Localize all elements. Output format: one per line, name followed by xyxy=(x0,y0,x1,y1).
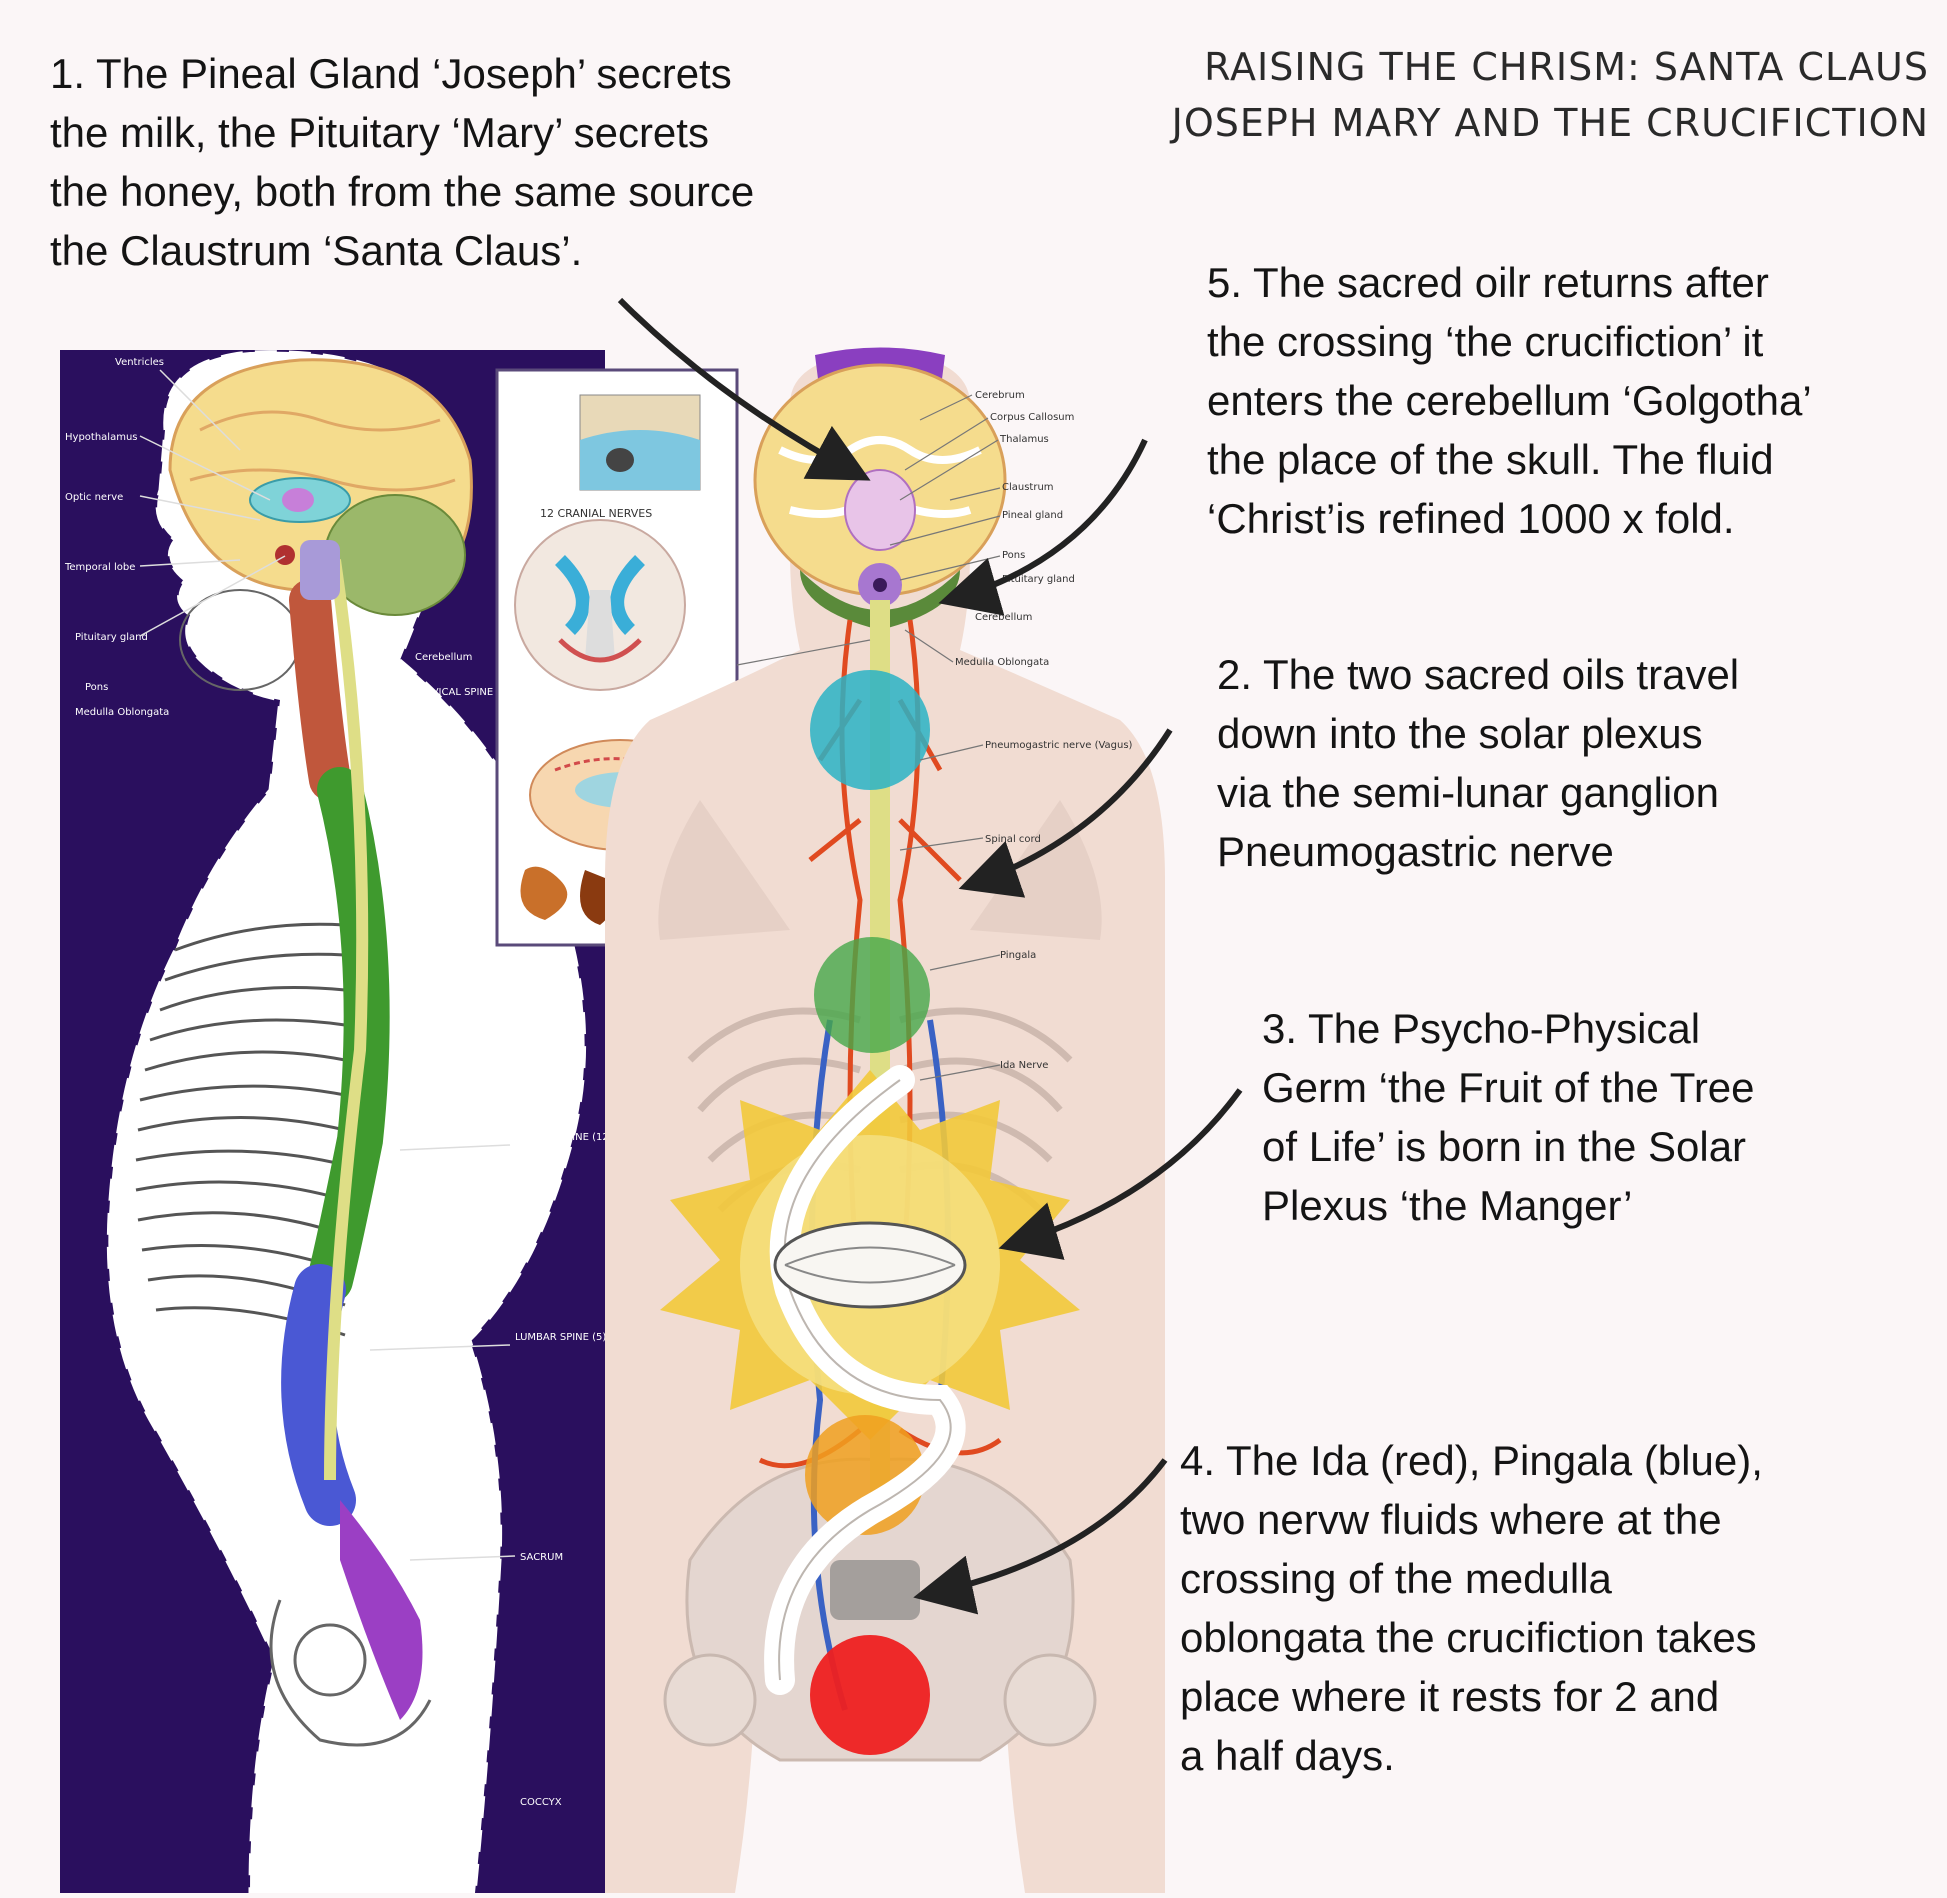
label-pineal: Pineal gland xyxy=(1002,510,1063,521)
pointer-arrows xyxy=(617,297,1243,1615)
side-leader-lines xyxy=(139,369,516,1561)
label-pituitary-back: Pituitary gland xyxy=(1002,574,1075,585)
label-pons-back: Pons xyxy=(1002,550,1025,561)
label-cervical: CERVICAL SPINE (7) xyxy=(412,687,511,698)
side-spine xyxy=(281,540,423,1720)
label-cerebellum-back: Cerebellum xyxy=(975,612,1032,623)
title-line-1: RAISING THE CHRISM: SANTA CLAUS xyxy=(1204,45,1929,90)
label-sacrum: SACRUM xyxy=(520,1552,563,1563)
arrow-note-4 xyxy=(913,1458,1168,1615)
arrow-note-2 xyxy=(958,728,1173,898)
label-lumbar: LUMBAR SPINE (5) xyxy=(515,1332,606,1343)
label-pons: Pons xyxy=(85,682,108,693)
note-psycho-physical-germ: 3. The Psycho-Physical Germ ‘the Fruit o… xyxy=(1262,1005,1755,1229)
note-cerebellum-golgotha: 5. The sacred oilr returns after the cro… xyxy=(1207,259,1812,542)
label-medulla: Medulla Oblongata xyxy=(75,707,169,718)
label-medulla-back: Medulla Oblongata xyxy=(955,657,1049,668)
label-cerebrum: Cerebrum xyxy=(975,390,1025,401)
label-pituitary: Pituitary gland xyxy=(75,632,148,643)
chakra-throat xyxy=(810,670,930,790)
note-sacred-oils: 2. The two sacred oils travel down into … xyxy=(1217,651,1740,875)
label-claustrum: Claustrum xyxy=(1002,482,1054,493)
label-pingala: Pingala xyxy=(1000,950,1036,961)
label-ventricles: Ventricles xyxy=(115,357,164,368)
side-labels: Ventricles Hypothalamus Optic nerve Temp… xyxy=(64,357,613,1808)
back-leader-lines xyxy=(736,394,1001,1081)
label-coccyx: COCCYX xyxy=(520,1797,562,1808)
arrow-note-5 xyxy=(938,438,1148,616)
chakra-root xyxy=(810,1635,930,1755)
back-labels: Cerebrum Corpus Callosum Thalamus Claust… xyxy=(955,390,1133,1071)
label-pneumogastric: Pneumogastric nerve (Vagus) xyxy=(985,740,1133,751)
side-brain xyxy=(168,358,473,616)
label-thalamus: Thalamus xyxy=(999,434,1049,445)
label-thoracic: THORACIC SPINE (12) xyxy=(504,1132,613,1143)
label-hypothalamus: Hypothalamus xyxy=(65,432,138,443)
germ-seed xyxy=(773,1221,967,1309)
chakras xyxy=(660,670,1080,1755)
label-cerebellum: Cerebellum xyxy=(415,652,472,663)
label-ida: Ida Nerve xyxy=(1000,1060,1048,1071)
label-cranial-nerves: 12 CRANIAL NERVES xyxy=(540,507,652,520)
chakra-heart xyxy=(814,937,930,1053)
back-brain xyxy=(753,347,1007,630)
title-line-2: JOSEPH MARY AND THE CRUCIFICTION xyxy=(1171,101,1929,146)
page-title: RAISING THE CHRISM: SANTA CLAUS JOSEPH M… xyxy=(1172,39,1929,151)
label-corpus: Corpus Callosum xyxy=(990,412,1074,423)
label-spinal-cord: Spinal cord xyxy=(985,834,1041,845)
note-pineal-pituitary: 1. The Pineal Gland ‘Joseph’ secrets the… xyxy=(50,50,755,274)
label-temporal-lobe: Temporal lobe xyxy=(64,562,135,573)
note-ida-pingala: 4. The Ida (red), Pingala (blue), two ne… xyxy=(1180,1437,1763,1779)
arrow-note-3 xyxy=(998,1088,1243,1260)
serpent-germ xyxy=(764,1065,967,1695)
arrow-note-1 xyxy=(617,297,871,481)
label-optic-nerve: Optic nerve xyxy=(65,492,123,503)
